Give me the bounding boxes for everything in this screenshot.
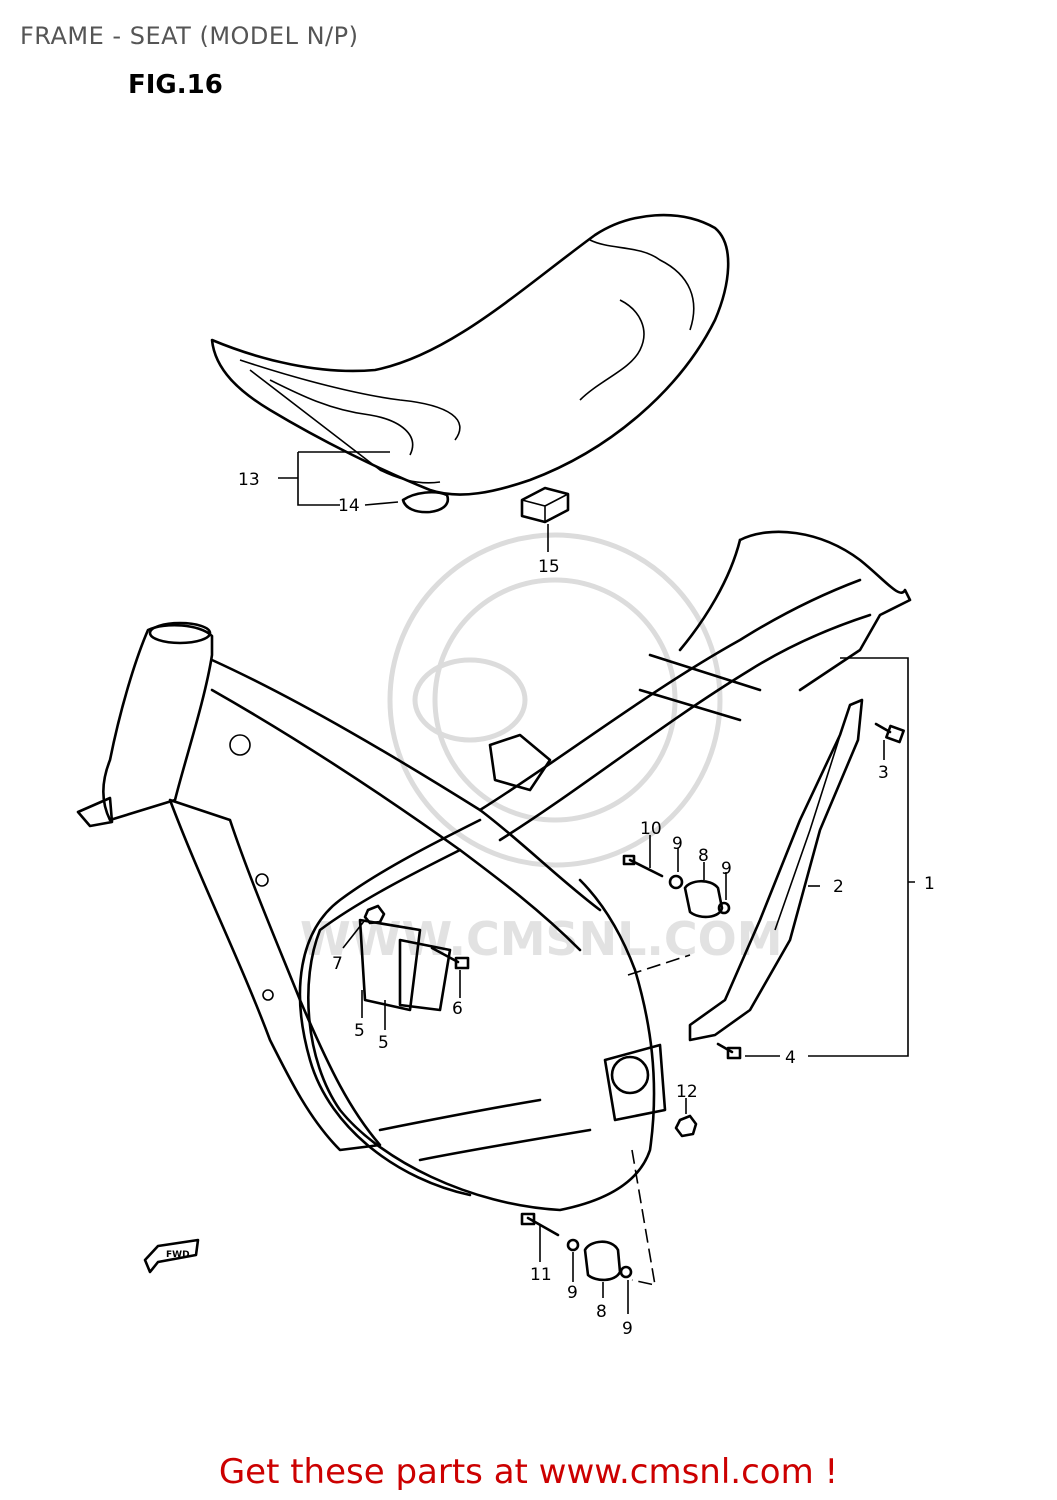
- seat-hook-drawing: [401, 490, 450, 514]
- callout-13: 13: [238, 470, 260, 490]
- callout-2: 2: [833, 877, 844, 897]
- callout-8b: 8: [596, 1302, 607, 1322]
- cushion-drawing: [520, 486, 570, 524]
- frame-bracket-drawing: [688, 698, 864, 1042]
- callout-8a: 8: [698, 846, 709, 866]
- figure-label: FIG.16: [128, 70, 223, 100]
- bolt-3-drawing: [874, 722, 905, 744]
- engine-mount-lower-drawing: [520, 1212, 633, 1282]
- callout-7: 7: [332, 954, 343, 974]
- callout-9d: 9: [622, 1319, 633, 1339]
- nut-7-drawing: [363, 904, 386, 925]
- watermark-text: WWW.CMSNL.COM: [300, 912, 783, 966]
- callout-15: 15: [538, 557, 560, 577]
- fwd-arrow-icon: FWD: [143, 1238, 200, 1274]
- bolt-4-drawing: [716, 1042, 742, 1060]
- callout-10: 10: [640, 819, 662, 839]
- footer-link-text[interactable]: Get these parts at www.cmsnl.com !: [218, 1452, 839, 1492]
- callout-11: 11: [530, 1265, 552, 1285]
- callout-12: 12: [676, 1082, 698, 1102]
- leader-lines: [278, 451, 915, 1314]
- callout-14: 14: [338, 496, 360, 516]
- callout-5b: 5: [378, 1033, 389, 1053]
- bolt-6-drawing: [430, 946, 470, 970]
- engine-mount-upper-drawing: [622, 854, 731, 919]
- fwd-label: FWD: [166, 1250, 190, 1260]
- callout-3: 3: [878, 763, 889, 783]
- callout-4: 4: [785, 1048, 796, 1068]
- seat-drawing: [210, 213, 730, 496]
- callout-9c: 9: [567, 1283, 578, 1303]
- nut-12-drawing: [674, 1114, 698, 1138]
- callout-9a: 9: [672, 834, 683, 854]
- callout-labels: 1 2 3 4 5 5 6 7 8 8 9 9 9 9 10 11 12 13 …: [238, 470, 935, 1339]
- frame-drawing: [76, 530, 912, 1212]
- callout-6: 6: [452, 999, 463, 1019]
- callout-5a: 5: [354, 1021, 365, 1041]
- page-title: FRAME - SEAT (MODEL N/P): [20, 22, 359, 50]
- watermark-logo: WWW.CMSNL.COM: [300, 532, 783, 966]
- callout-9b: 9: [721, 859, 732, 879]
- callout-1: 1: [924, 874, 935, 894]
